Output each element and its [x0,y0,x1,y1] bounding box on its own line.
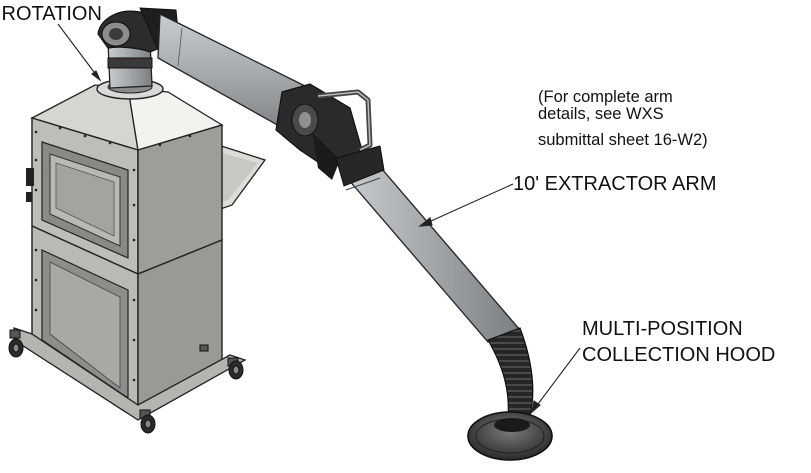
collection-hood-label-line-2: COLLECTION HOOD [582,344,776,366]
extractor-arm [96,7,553,461]
arm-details-note-line-2: details, see WXS [538,105,664,123]
leader-lines [57,23,581,414]
arm-details-note-line-1: (For complete arm [538,88,673,106]
collection-hood-label-line-1: MULTI-POSITION [582,318,743,340]
filter-cabinet [13,84,267,421]
caster-wheels [8,329,244,434]
extractor-arm-label: 10' EXTRACTOR ARM [513,173,717,195]
door-latch-left [26,168,34,186]
rotation-label: ° ROTATION [0,3,102,25]
arm-details-note-line-3: submittal sheet 16-W2) [538,131,708,149]
collection-hood [467,411,553,461]
flexible-hose [487,327,534,419]
lower-arm-tube [340,161,522,343]
